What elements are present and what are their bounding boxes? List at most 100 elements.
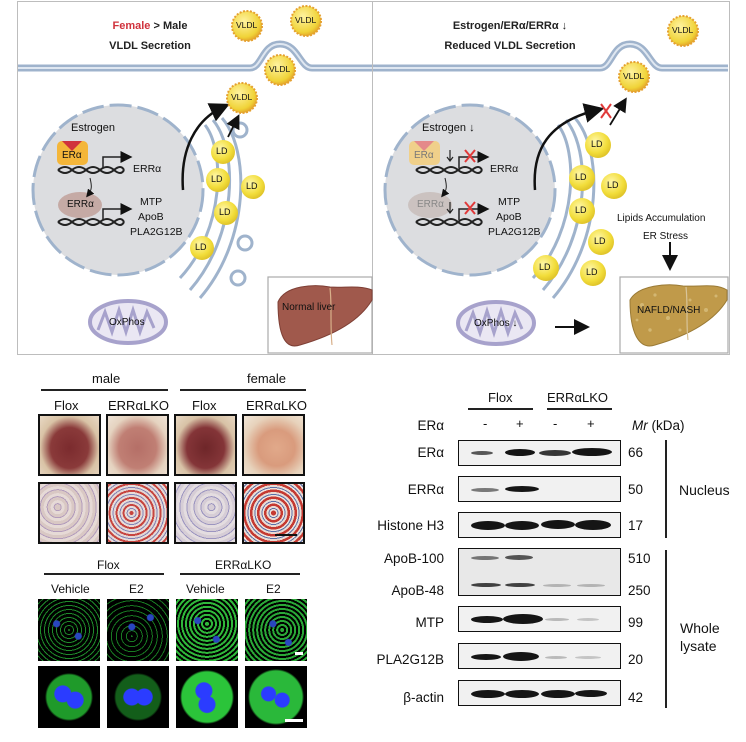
erra-protein-label-right: ERRα <box>417 199 444 210</box>
wb-row-label-era: ERα <box>417 445 444 460</box>
fluor-group-line-flox <box>44 573 164 575</box>
group-label-male: male <box>92 371 121 386</box>
erra-protein-left <box>58 192 102 218</box>
wb-mr-italic: Mr <box>632 418 648 433</box>
ld-label: LD <box>575 205 587 215</box>
erra-gene-right: ERRα <box>490 163 519 175</box>
vldl-label: VLDL <box>672 25 694 35</box>
ld-label: LD <box>586 267 598 277</box>
wb-group-erralko: ERRαLKO <box>547 390 608 405</box>
fluor-group-line-erralko <box>180 573 300 575</box>
wb-treatment-label: ERα <box>417 418 444 433</box>
ld-label: LD <box>591 139 603 149</box>
lipid-droplets-left <box>190 140 265 260</box>
blot-era <box>458 440 621 466</box>
wb-mr-mtp: 99 <box>628 615 644 630</box>
vldl-particles-right <box>618 15 699 93</box>
liver-photo-female-flox <box>174 414 237 476</box>
fluor-image-flox-e2 <box>107 599 169 661</box>
scale-bar <box>285 719 303 722</box>
histology-female-flox <box>174 482 237 544</box>
fraction-label-whole: Whole <box>680 620 720 636</box>
wb-mr-beta-actin: 42 <box>628 690 644 705</box>
estrogen-label-right: Estrogen ↓ <box>422 122 475 134</box>
group-line-female <box>180 389 306 391</box>
fluor-col-e2-erralko: E2 <box>266 582 281 596</box>
vldl-label: VLDL <box>623 71 645 81</box>
dna-right <box>415 166 483 226</box>
era-label-right: ERα <box>414 150 434 161</box>
scale-bar <box>275 534 297 536</box>
secretion-arrow-right <box>533 103 605 191</box>
ld-label: LD <box>607 180 619 190</box>
erra-protein-right <box>408 192 452 218</box>
wb-mr-unit: (kDa) <box>651 418 685 433</box>
normal-liver <box>277 285 373 347</box>
liver-photo-female-erralko <box>242 414 305 476</box>
wb-row-label-beta-actin: β-actin <box>403 690 444 705</box>
oxphos-label-right: OxPhos ↓ <box>474 318 518 329</box>
blot-erra <box>458 476 621 502</box>
mitochondria-right <box>456 300 536 346</box>
wb-row-label-erra: ERRα <box>407 482 444 497</box>
transcription-blocked-icon <box>464 149 476 215</box>
secretion-arrow-left <box>181 103 230 191</box>
wb-mr-apob100: 510 <box>628 551 651 566</box>
ld-label: LD <box>246 181 258 191</box>
histology-male-erralko <box>106 482 169 544</box>
pla2g12b-label-left: PLA2G12B <box>130 226 183 238</box>
blot-apob <box>458 548 621 596</box>
male-label: Male <box>163 20 188 32</box>
pla2g12b-label-right: PLA2G12B <box>488 226 541 238</box>
era-label-left: ERα <box>62 150 82 161</box>
col-label-erralko-male: ERRαLKO <box>108 398 169 413</box>
ld-label: LD <box>594 236 606 246</box>
blot-mtp <box>458 606 621 632</box>
liver-photo-male-erralko <box>106 414 169 476</box>
wb-row-label-apob48: ApoB-48 <box>391 583 444 598</box>
ld-label: LD <box>216 146 228 156</box>
fluor-group-flox: Flox <box>97 558 120 572</box>
blocked-cross-icon <box>600 103 612 119</box>
er-stress-label: ER Stress <box>643 231 689 242</box>
fluor-zoom-erralko-vehicle <box>176 666 238 728</box>
wb-row-label-pla2g12b: PLA2G12B <box>376 652 444 667</box>
blot-histone-h3 <box>458 512 621 538</box>
wb-mr-erra: 50 <box>628 482 644 497</box>
era-receptor-left <box>57 141 88 165</box>
schematic-svg <box>18 5 729 354</box>
vldl-label: VLDL <box>269 64 291 74</box>
lipids-accumulation-label: Lipids Accumulation <box>617 213 706 224</box>
mtp-label-left: MTP <box>140 196 163 208</box>
wb-group-line-erralko <box>547 408 612 410</box>
fluor-col-vehicle-erralko: Vehicle <box>186 582 225 596</box>
fluor-image-flox-vehicle <box>38 599 100 661</box>
nafld-nash-label: NAFLD/NASH <box>637 305 701 316</box>
wb-mr-pla2g12b: 20 <box>628 652 644 667</box>
right-header-line2: Reduced VLDL Secretion <box>444 40 576 52</box>
estrogen-label-left: Estrogen <box>71 122 116 134</box>
vldl-particles-left <box>226 5 322 114</box>
left-header-line2: VLDL Secretion <box>109 40 191 52</box>
wb-mr-era: 66 <box>628 445 644 460</box>
group-label-female: female <box>247 371 287 386</box>
right-header-line1: Estrogen/ERα/ERRα ↓ <box>452 20 568 32</box>
oxphos-label-left: OxPhos <box>109 317 145 328</box>
lipid-droplets-right <box>533 132 627 286</box>
blot-pla2g12b <box>458 643 621 669</box>
fluor-image-erralko-e2 <box>245 599 307 661</box>
wb-mr-histone-h3: 17 <box>628 518 644 533</box>
wb-lane4-treatment: + <box>587 416 595 431</box>
fluor-zoom-flox-e2 <box>107 666 169 728</box>
down-arrow-icons <box>446 150 454 214</box>
histology-female-erralko <box>242 482 305 544</box>
vldl-label: VLDL <box>295 15 317 25</box>
fraction-label-lysate: lysate <box>680 638 717 654</box>
era-receptor-right <box>409 141 440 165</box>
fluor-group-erralko: ERRαLKO <box>215 558 272 572</box>
ld-label: LD <box>539 262 551 272</box>
female-label: Female <box>112 20 151 32</box>
scale-bar <box>295 652 303 655</box>
ld-label: LD <box>219 207 231 217</box>
fluor-zoom-erralko-e2 <box>245 666 307 728</box>
